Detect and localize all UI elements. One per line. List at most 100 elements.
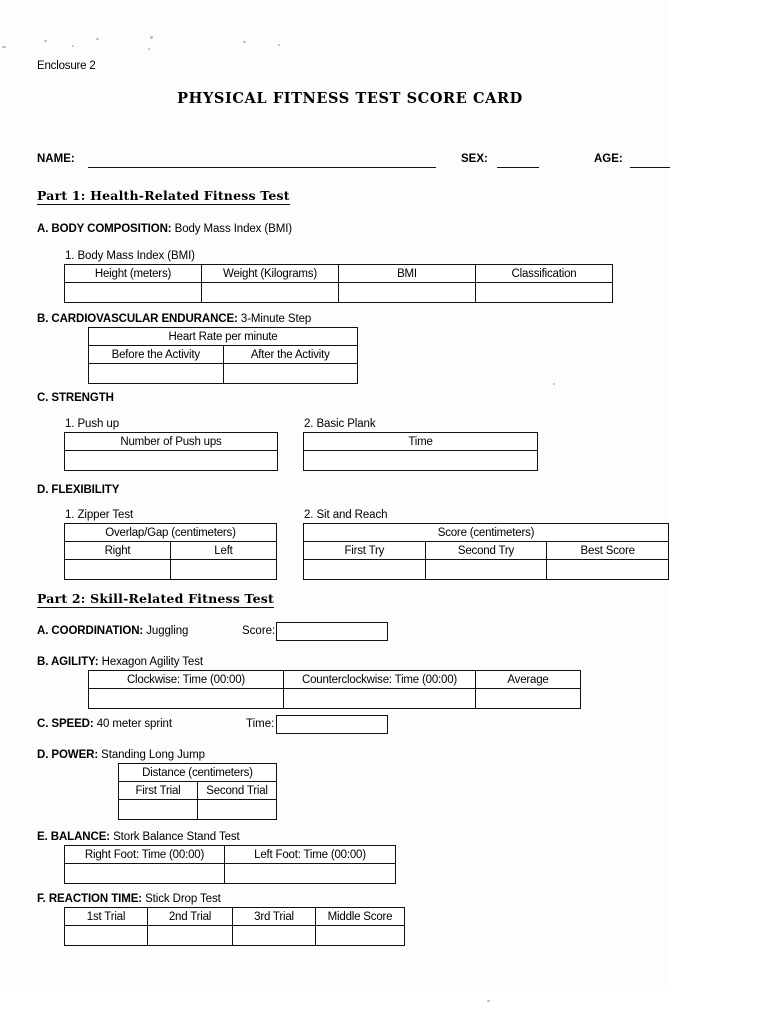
cell-weight[interactable] bbox=[201, 282, 339, 303]
col-header-right-foot: Right Foot: Time (00:00) bbox=[64, 845, 225, 864]
age-input-rule[interactable] bbox=[630, 167, 670, 168]
cell-classification[interactable] bbox=[475, 282, 613, 303]
cell-middle-score[interactable] bbox=[315, 925, 405, 946]
scan-speck bbox=[278, 44, 280, 46]
col-header-time: Time bbox=[303, 432, 538, 451]
col-header-before-activity: Before the Activity bbox=[88, 345, 224, 364]
col-header-second-try: Second Try bbox=[424, 541, 548, 560]
section-heading-rest: Stick Drop Test bbox=[142, 893, 221, 905]
table-row-header: First Trial Second Trial bbox=[118, 781, 277, 800]
cell-1st-trial[interactable] bbox=[64, 925, 148, 946]
cell-before-activity[interactable] bbox=[88, 363, 224, 384]
table-power: Distance (centimeters) First Trial Secon… bbox=[118, 763, 277, 820]
part1-heading: Part 1: Health-Related Fitness Test bbox=[37, 188, 290, 205]
cell-bmi[interactable] bbox=[338, 282, 476, 303]
cell-clockwise[interactable] bbox=[88, 688, 284, 709]
table-row-header: Right Foot: Time (00:00) Left Foot: Time… bbox=[64, 845, 396, 864]
cell-right-foot[interactable] bbox=[64, 863, 225, 884]
table-row-span-header: Overlap/Gap (centimeters) bbox=[64, 523, 277, 542]
cell-after-activity[interactable] bbox=[222, 363, 358, 384]
cell-height[interactable] bbox=[64, 282, 202, 303]
scan-speck bbox=[44, 40, 47, 42]
name-input-rule[interactable] bbox=[88, 167, 436, 168]
col-header-right: Right bbox=[64, 541, 171, 560]
table-row bbox=[64, 559, 277, 580]
cell-first-try[interactable] bbox=[303, 559, 426, 580]
table-basic-plank: Time bbox=[303, 432, 538, 471]
col-header-bmi: BMI bbox=[338, 264, 476, 283]
table-reaction-time: 1st Trial 2nd Trial 3rd Trial Middle Sco… bbox=[64, 907, 405, 946]
col-header-1st-trial: 1st Trial bbox=[64, 907, 148, 926]
section-heading-coordination: A. COORDINATION: Juggling bbox=[37, 625, 188, 637]
table-row bbox=[303, 559, 669, 580]
table-balance: Right Foot: Time (00:00) Left Foot: Time… bbox=[64, 845, 396, 884]
table-row bbox=[303, 450, 538, 471]
table-row bbox=[118, 799, 277, 820]
cell-first-trial[interactable] bbox=[118, 799, 198, 820]
cell-second-trial[interactable] bbox=[197, 799, 277, 820]
scan-speck bbox=[2, 46, 6, 48]
cell-2nd-trial[interactable] bbox=[147, 925, 233, 946]
cell-left[interactable] bbox=[170, 559, 277, 580]
table-row-header: 1st Trial 2nd Trial 3rd Trial Middle Sco… bbox=[64, 907, 405, 926]
cell-time[interactable] bbox=[303, 450, 538, 471]
table-push-up: Number of Push ups bbox=[64, 432, 278, 471]
subheading-sit-and-reach: 2. Sit and Reach bbox=[304, 509, 388, 521]
table-zipper-test: Overlap/Gap (centimeters) Right Left bbox=[64, 523, 277, 580]
table-row-span-header: Score (centimeters) bbox=[303, 523, 669, 542]
section-heading-rest: Juggling bbox=[143, 625, 189, 637]
sex-label: SEX: bbox=[461, 153, 488, 165]
cell-counterclockwise[interactable] bbox=[283, 688, 476, 709]
col-header-number-of-push-ups: Number of Push ups bbox=[64, 432, 278, 451]
scan-speck bbox=[487, 1000, 490, 1002]
section-heading-rest: 3-Minute Step bbox=[237, 313, 312, 325]
table-row bbox=[88, 688, 581, 709]
cell-right[interactable] bbox=[64, 559, 171, 580]
section-heading-bold: B. AGILITY: bbox=[37, 656, 99, 668]
sex-input-rule[interactable] bbox=[497, 167, 539, 168]
table-sit-and-reach: Score (centimeters) First Try Second Try… bbox=[303, 523, 669, 580]
section-heading-bold: A. COORDINATION: bbox=[37, 625, 144, 637]
table-row-header: Number of Push ups bbox=[64, 432, 278, 451]
col-header-after-activity: After the Activity bbox=[222, 345, 358, 364]
subheading-push-up: 1. Push up bbox=[65, 418, 119, 430]
col-header-first-try: First Try bbox=[303, 541, 426, 560]
cell-best-score[interactable] bbox=[546, 559, 669, 580]
cell-number-of-push-ups[interactable] bbox=[64, 450, 278, 471]
scan-speck bbox=[148, 48, 150, 50]
section-heading-rest: Body Mass Index (BMI) bbox=[171, 223, 293, 235]
cell-3rd-trial[interactable] bbox=[232, 925, 316, 946]
cell-second-try[interactable] bbox=[424, 559, 548, 580]
col-header-middle-score: Middle Score bbox=[315, 907, 405, 926]
speed-time-input[interactable] bbox=[276, 715, 388, 734]
table-row bbox=[64, 863, 396, 884]
table-row-header: Before the Activity After the Activity bbox=[88, 345, 358, 364]
part2-heading: Part 2: Skill-Related Fitness Test bbox=[37, 591, 274, 608]
section-heading-speed: C. SPEED: 40 meter sprint bbox=[37, 718, 172, 730]
span-header-score-centimeters: Score (centimeters) bbox=[303, 523, 669, 542]
table-row bbox=[88, 363, 358, 384]
cell-left-foot[interactable] bbox=[224, 863, 396, 884]
span-header-overlap-gap: Overlap/Gap (centimeters) bbox=[64, 523, 277, 542]
coordination-score-label: Score: bbox=[242, 625, 276, 637]
section-heading-body-composition: A. BODY COMPOSITION: Body Mass Index (BM… bbox=[37, 223, 292, 235]
col-header-first-trial: First Trial bbox=[118, 781, 198, 800]
section-heading-strength: C. STRENGTH bbox=[37, 392, 114, 404]
table-row-header: Right Left bbox=[64, 541, 277, 560]
section-heading-rest: Hexagon Agility Test bbox=[98, 656, 203, 668]
col-header-left: Left bbox=[170, 541, 277, 560]
section-heading-flexibility: D. FLEXIBILITY bbox=[37, 484, 119, 496]
section-heading-agility: B. AGILITY: Hexagon Agility Test bbox=[37, 656, 203, 668]
table-row bbox=[64, 450, 278, 471]
col-header-2nd-trial: 2nd Trial bbox=[147, 907, 233, 926]
section-heading-rest: Standing Long Jump bbox=[98, 749, 205, 761]
section-heading-bold: C. SPEED: bbox=[37, 718, 94, 730]
cell-average[interactable] bbox=[475, 688, 581, 709]
section-heading-bold: E. BALANCE: bbox=[37, 831, 111, 843]
section-heading-bold: C. STRENGTH bbox=[37, 392, 114, 404]
table-row-header: Time bbox=[303, 432, 538, 451]
col-header-counterclockwise: Counterclockwise: Time (00:00) bbox=[283, 670, 476, 689]
col-header-second-trial: Second Trial bbox=[197, 781, 277, 800]
coordination-score-input[interactable] bbox=[276, 622, 388, 641]
